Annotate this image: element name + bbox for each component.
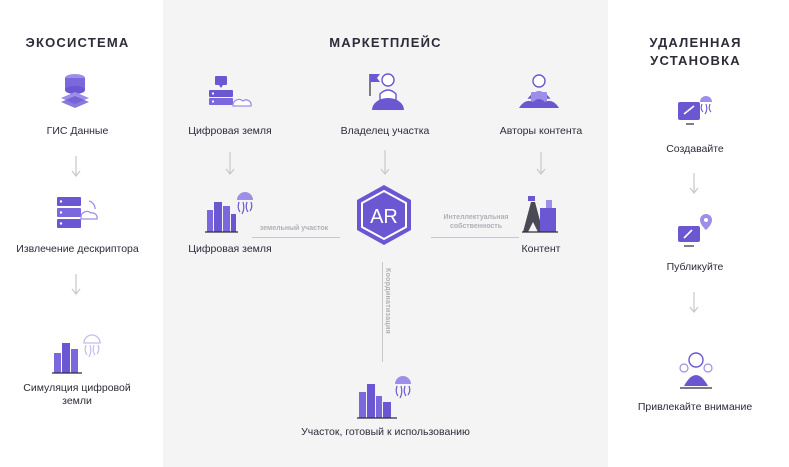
arrow-down-icon	[380, 150, 390, 175]
content-author-icon	[519, 74, 559, 108]
landmarks-icon	[522, 196, 558, 233]
digital-land-result-label: Цифровая земля	[188, 243, 272, 255]
city-jellyfish-icon	[205, 192, 253, 233]
city-jellyfish-icon	[357, 376, 411, 419]
monitor-create-icon	[678, 96, 712, 125]
create-label: Создавайте	[666, 143, 724, 155]
connector-left-label: земельный участок	[259, 225, 329, 232]
marketplace-title: МАРКЕТПЛЕЙС	[329, 35, 442, 50]
arrow-down-icon	[71, 156, 81, 177]
arrow-down-icon	[536, 152, 546, 175]
connector-left-line	[252, 237, 340, 238]
owner-flag-icon	[369, 73, 404, 110]
connector-down-line	[382, 262, 383, 362]
arrow-down-icon	[689, 292, 699, 313]
content-authors-label: Авторы контента	[499, 125, 583, 137]
plot-owner-label: Владелец участка	[340, 125, 430, 137]
remote-title: УДАЛЕННАЯ УСТАНОВКА	[649, 35, 742, 68]
gis-data-label: ГИС Данные	[46, 125, 109, 137]
server-chat-icon	[209, 76, 252, 107]
arrow-down-icon	[225, 152, 235, 175]
arrow-down-icon	[689, 173, 699, 194]
server-cloud-icon	[57, 197, 98, 228]
audience-icon	[679, 352, 713, 389]
connector-right-label: Интеллектуальная собственность	[443, 214, 509, 230]
descriptor-extraction-label: Извлечение дескриптора	[16, 243, 139, 255]
ecosystem-title: ЭКОСИСТЕМА	[25, 35, 130, 50]
digital-land-source-label: Цифровая земля	[188, 125, 272, 137]
city-jellyfish-icon	[52, 334, 101, 374]
monitor-publish-icon	[678, 214, 712, 247]
attract-attention-label: Привлекайте внимание	[637, 401, 753, 413]
digital-land-simulation-label: Симуляция цифровой земли	[23, 382, 131, 407]
ar-logo-icon: AR	[357, 185, 411, 245]
arrow-down-icon	[71, 274, 81, 295]
connector-down-label: Координатизация	[384, 268, 391, 334]
database-icon	[61, 74, 89, 108]
connector-right-line	[431, 237, 519, 238]
ar-logo-text: AR	[370, 206, 398, 228]
publish-label: Публикуйте	[666, 261, 724, 273]
content-result-label: Контент	[521, 243, 561, 255]
ready-plot-label: Участок, готовый к использованию	[301, 426, 470, 438]
